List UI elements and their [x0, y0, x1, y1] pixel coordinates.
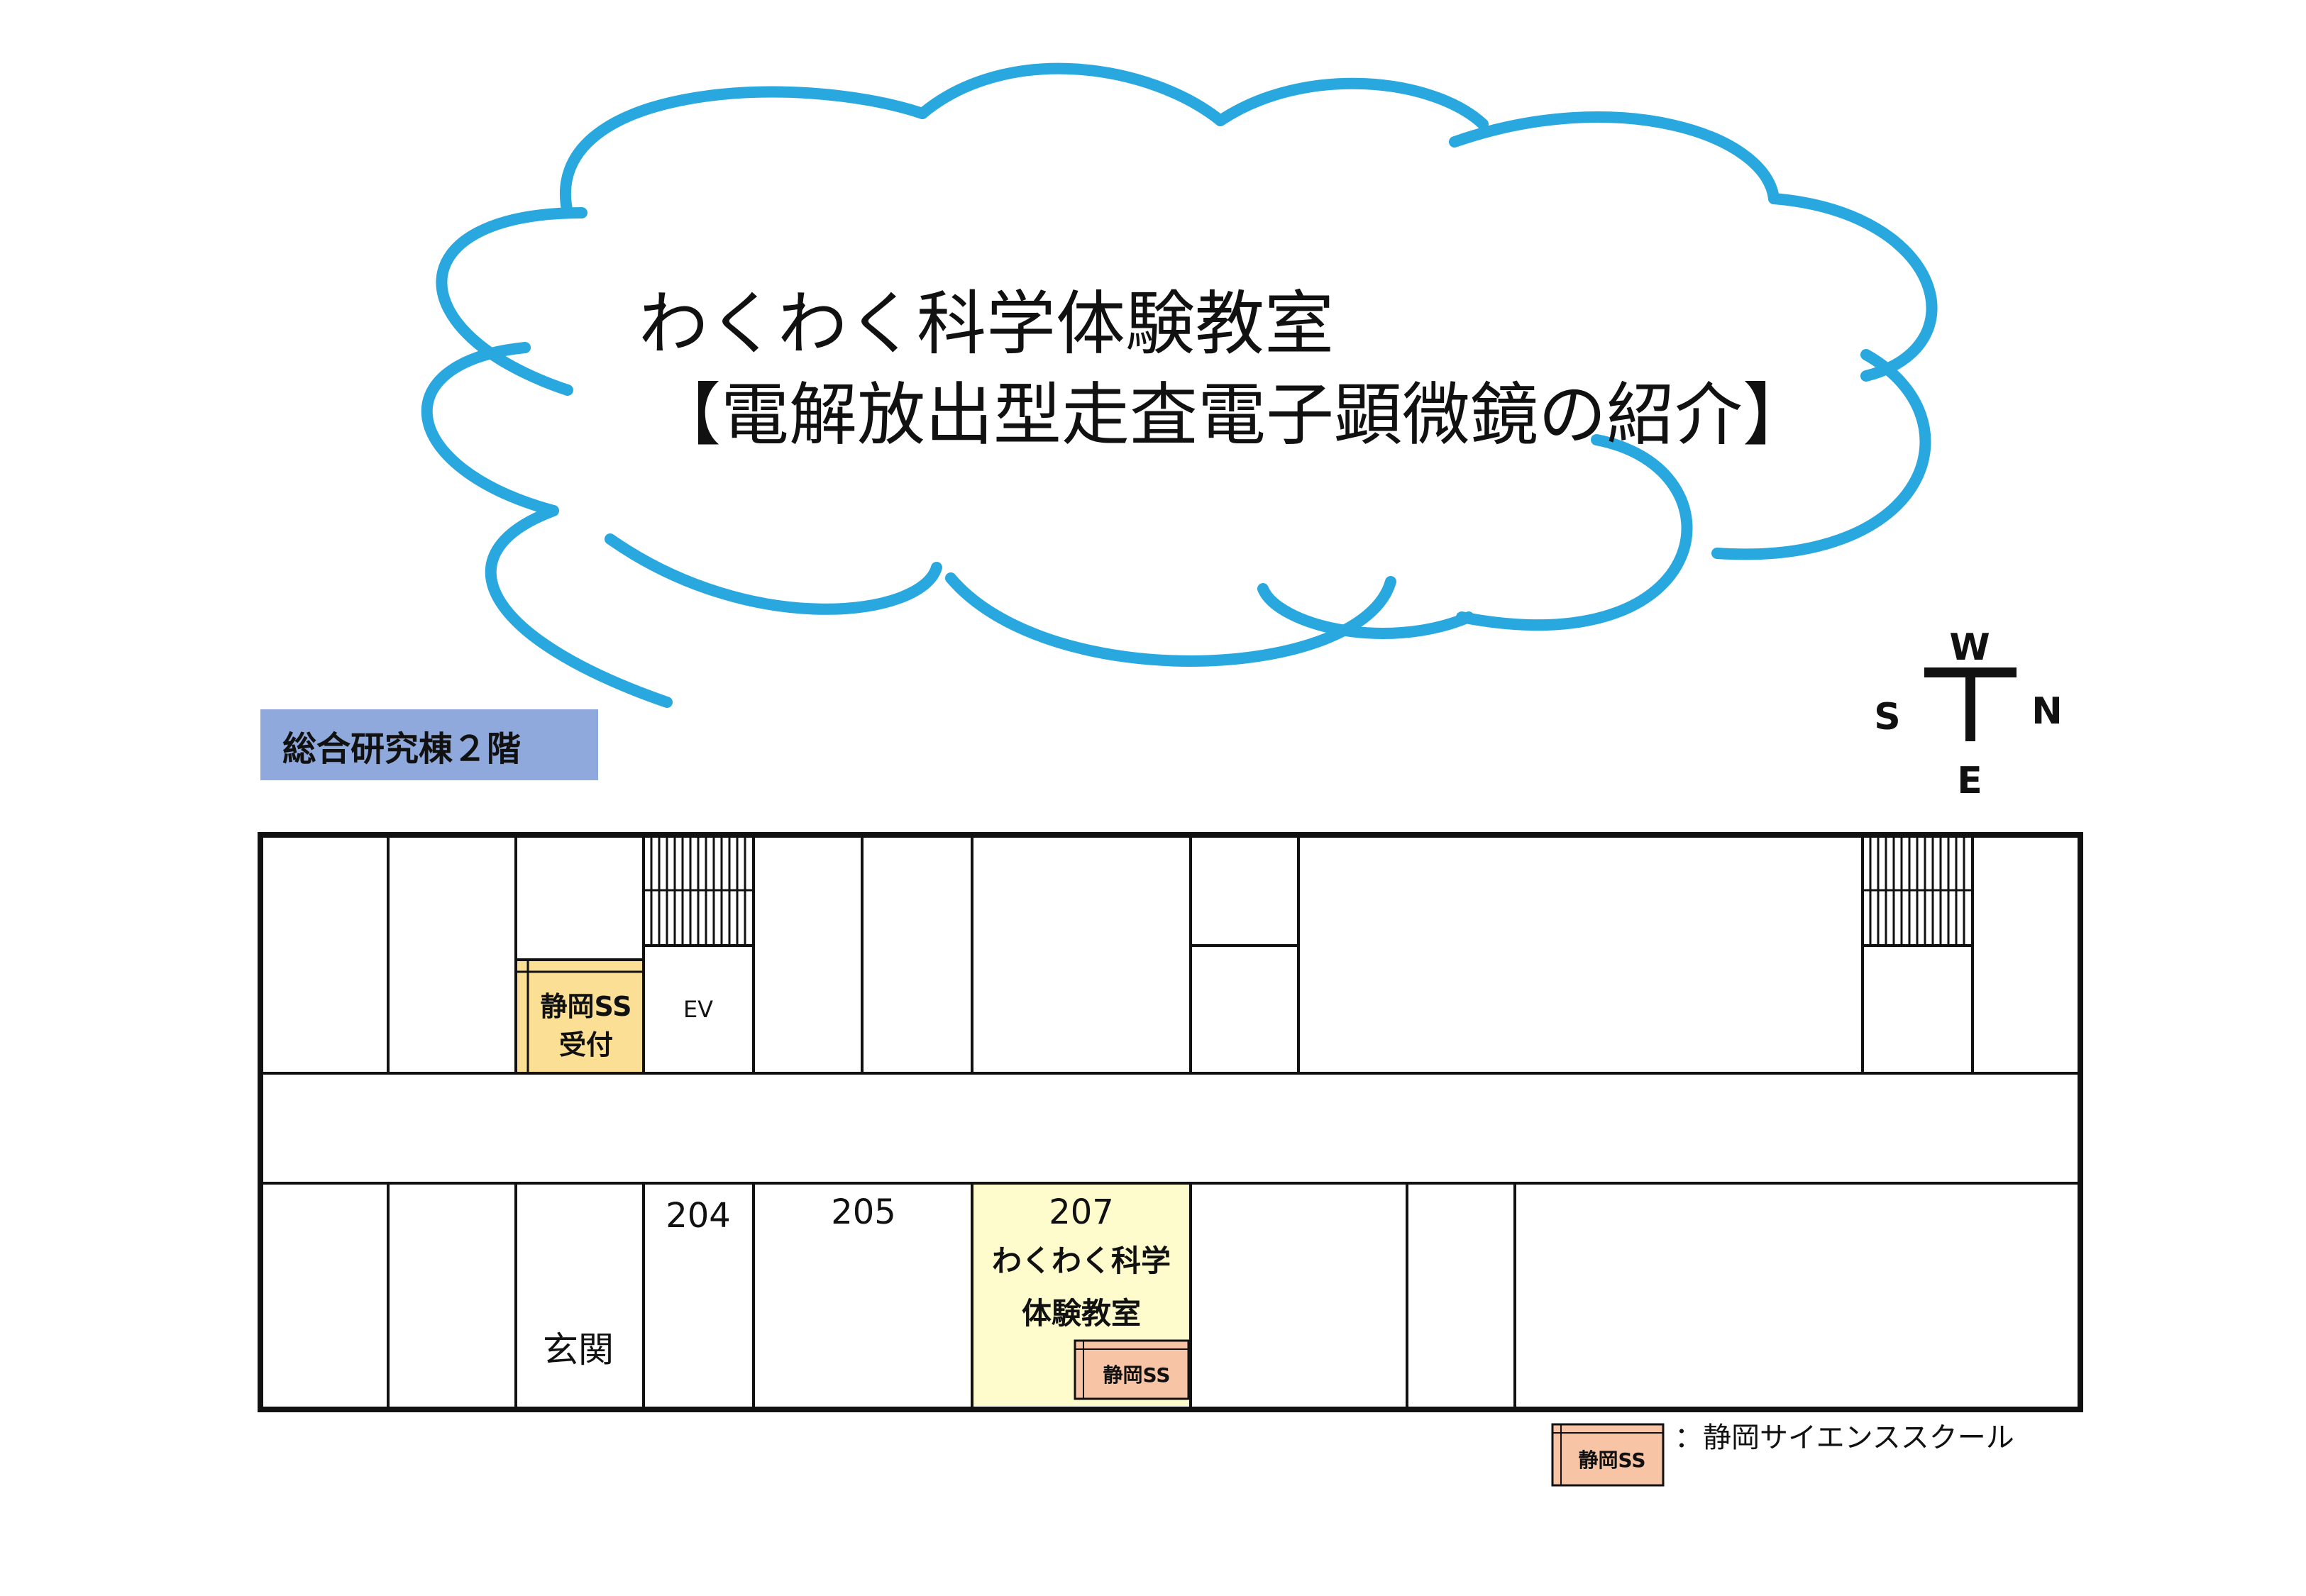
reception-label-1: 静岡SS — [540, 991, 631, 1022]
legend-badge-text: 静岡SS — [1578, 1448, 1645, 1472]
floor-label-box — [260, 709, 598, 780]
room-205-label: 205 — [831, 1192, 896, 1232]
title-line1: わくわく科学体験教室 — [639, 284, 1334, 365]
legend-badge — [1551, 1423, 1665, 1487]
stairs-left-icon — [644, 835, 754, 946]
compass-n: N — [2031, 690, 2063, 733]
room-207-label: 207 — [1049, 1192, 1114, 1232]
reception-area — [516, 960, 644, 1073]
title-line2: 【電解放出型走査電子顕微鏡の紹介】 — [653, 375, 1811, 455]
room-207-badge-text: 静岡SS — [1103, 1363, 1170, 1387]
cloud-bubble — [421, 62, 1938, 708]
room-207-name-2: 体験教室 — [1022, 1296, 1141, 1331]
legend-text: ：静岡サイエンススクール — [1675, 1422, 2014, 1454]
reception-label-2: 受付 — [559, 1029, 613, 1060]
room-207-badge — [1074, 1339, 1190, 1400]
compass-e: E — [1957, 760, 1982, 802]
floor-label: 総合研究棟２階 — [282, 729, 521, 769]
compass-icon — [1924, 667, 2017, 741]
compass-w: W — [1949, 626, 1990, 669]
ev-label: EV — [683, 996, 713, 1023]
room-207-name-1: わくわく科学 — [992, 1243, 1171, 1278]
room-204-label: 204 — [666, 1196, 731, 1236]
compass-s: S — [1874, 696, 1900, 738]
entrance-label: 玄関 — [543, 1329, 614, 1370]
stairs-right-icon — [1863, 835, 1973, 946]
